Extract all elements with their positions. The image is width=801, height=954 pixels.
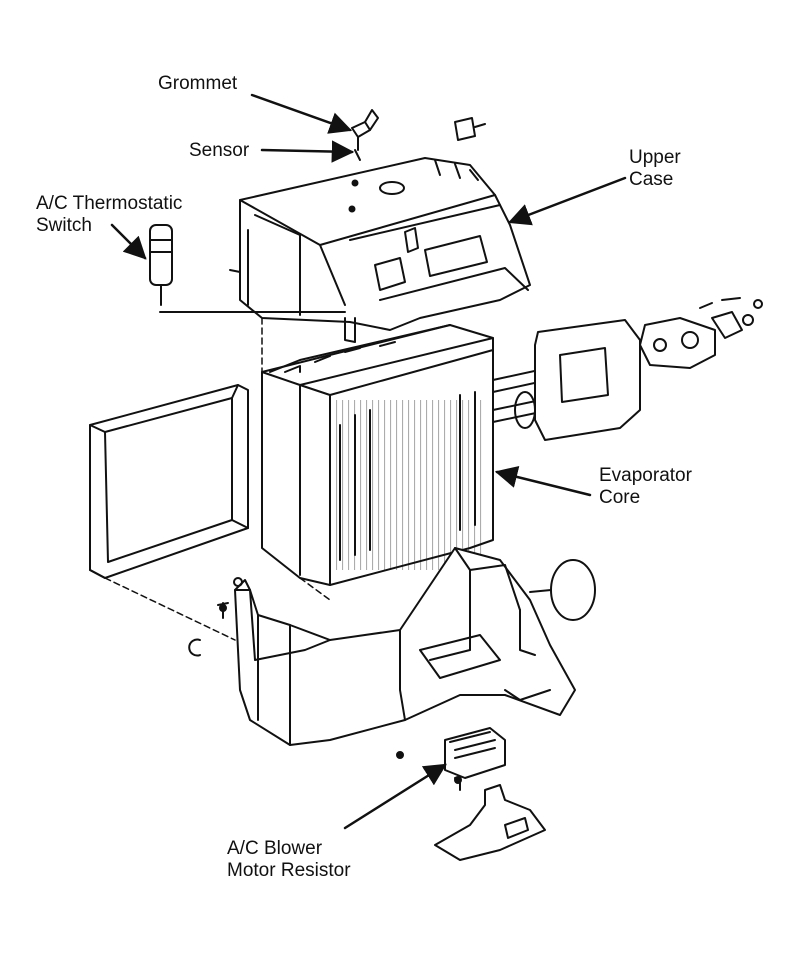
blower-resistor-part [444, 727, 506, 779]
leader-arrows [110, 93, 627, 830]
filter-frame-part [89, 384, 249, 579]
evaporator-core-part [261, 324, 494, 586]
thermostatic-switch-part [149, 224, 346, 313]
evaporator-core-label: Evaporator Core [599, 465, 692, 508]
seal-block-part [534, 319, 641, 441]
upper-case-label: Upper Case [629, 147, 681, 190]
blower-motor-resistor-label: A/C Blower Motor Resistor [227, 838, 351, 881]
upper-case-part [229, 157, 531, 343]
grommet-label: Grommet [158, 73, 238, 94]
thermostatic-switch-label: A/C Thermostatic Switch [36, 193, 183, 236]
drain-disc-part [529, 559, 596, 621]
upper-bracket-part [454, 117, 486, 141]
assembly-lines [104, 317, 331, 641]
expansion-valve-part [639, 297, 763, 369]
grommet-part [351, 109, 379, 161]
lower-bracket-part [434, 784, 546, 861]
lower-case-part [233, 547, 576, 746]
sensor-label: Sensor [189, 140, 250, 161]
